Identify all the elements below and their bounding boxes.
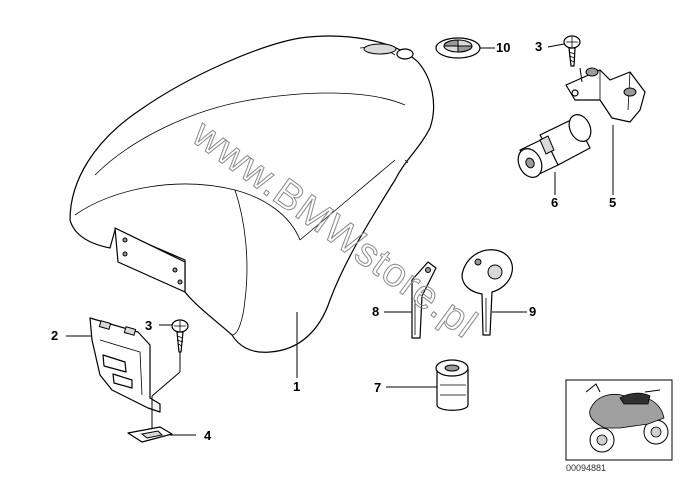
callout-9: 9 — [529, 304, 536, 319]
callout-4: 4 — [204, 428, 212, 443]
callout-6: 6 — [551, 195, 558, 210]
lock-insert — [435, 359, 469, 411]
callout-7: 7 — [374, 380, 381, 395]
callout-labels: 1 2 3 3 4 5 6 7 8 9 10 — [51, 39, 616, 443]
callout-2: 2 — [51, 328, 58, 343]
callout-5: 5 — [609, 195, 616, 210]
callout-3-bottom: 3 — [145, 318, 152, 333]
cap — [435, 37, 481, 59]
motorcycle-thumbnail — [565, 379, 673, 461]
screw-bottom — [171, 319, 189, 353]
lock-cylinder — [517, 114, 592, 178]
leader-lines — [66, 43, 614, 436]
reference-number: 00094881 — [566, 463, 606, 473]
callout-10: 10 — [496, 40, 510, 55]
screw-top — [563, 35, 581, 67]
callout-8: 8 — [372, 304, 379, 319]
key-with-head — [461, 249, 513, 336]
callout-1: 1 — [293, 379, 300, 394]
key-blank — [411, 261, 437, 339]
callout-3-top: 3 — [535, 39, 542, 54]
holder — [565, 67, 646, 123]
bracket — [89, 317, 161, 413]
clip — [127, 426, 173, 443]
seat-hump — [69, 35, 435, 353]
